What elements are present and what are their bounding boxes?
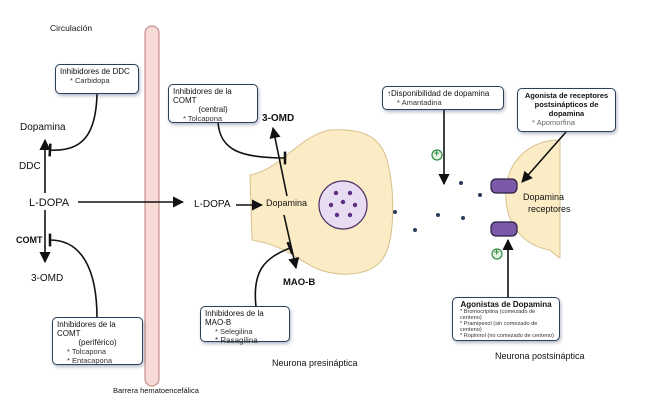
label-barrera: Barrera hematoencefálica [113,386,199,395]
box-inhibidores-maob-title: Inhibidores de la MAO-B [205,309,264,327]
box-inhibidores-ddc-item: * Carbidopa [70,76,110,85]
label-dopamina-mid: Dopamina [266,198,308,208]
blood-brain-barrier [144,25,160,387]
box-comt-central-subtitle: (central) [198,105,228,114]
box-agonista-post-title-3: dopamina [548,109,585,118]
label-circulacion: Circulación [50,23,93,33]
box-comt-central-title: Inhibidores de la COMT [173,87,232,105]
dopamina-to-maob-arrow [283,214,300,270]
label-dopamina-left: Dopamina [20,122,66,133]
apomorfina-arrow [521,131,567,183]
receptor-bottom [490,221,518,237]
box-agonistas-dopamina: Agonistas de Dopamina * Bromocriptina (c… [452,297,560,341]
dopamina-to-3omd-arrow [269,126,288,197]
maob-inhibition [254,241,294,308]
label-maob: MAO-B [283,277,316,288]
box-agonista-post-item: * Apomorfina [532,118,575,127]
box-agonista-post-title-2: postsinápticos de [534,100,599,109]
label-neurona-presinaptica: Neurona presináptica [272,358,358,368]
box-comt-central-item: * Tolcapona [183,114,223,123]
ddc-inhibition [48,93,98,157]
comt-central-inhibition [217,121,287,165]
label-comt: COMT [16,235,43,245]
receptor-top [490,178,518,194]
label-ddc: DDC [19,161,41,172]
box-inhibidores-maob-item-2: * Rasagilina [215,336,258,345]
label-3omd-mid: 3-OMD [262,113,295,124]
box-agonistas-title: Agonistas de Dopamina [460,300,552,309]
vesicle [318,180,368,230]
box-disponibilidad-dopamina: ↑Disponibilidad de dopamina * Amantadina [382,86,504,110]
box-comt-periferico-title: Inhibidores de la COMT [57,320,116,338]
synaptic-dopamine-dots [393,181,482,232]
label-receptores-line1: Dopamina [523,192,565,202]
label-receptores-line2: receptores [528,204,571,214]
label-3omd-left: 3-OMD [31,273,64,284]
box-comt-periferico: Inhibidores de la COMT (periférico) * To… [52,317,143,365]
plus-marker-amantadina [431,149,443,161]
box-inhibidores-ddc-title: Inhibidores de DDC [60,67,130,76]
label-ldopa-mid: L-DOPA [194,199,231,210]
plus-marker-agonistas [491,248,503,260]
box-inhibidores-ddc: Inhibidores de DDC * Carbidopa [55,64,139,94]
label-neurona-postsinaptica: Neurona postsináptica [495,351,585,361]
box-inhibidores-maob: Inhibidores de la MAO-B * Selegilina * R… [200,306,290,345]
box-comt-periferico-item-2: * Entacapona [67,356,113,365]
box-comt-periferico-subtitle: (periférico) [78,338,117,347]
box-agonistas-item-2: * Pramipexol (sin comezado de centeno) [460,321,538,333]
comt-peripheral-inhibition [48,233,98,319]
box-agonistas-item-1: * Bromocriptina (comezado de centeno) [460,309,536,321]
vesicle-dopamine-dots [328,190,358,218]
box-disponibilidad-item: * Amantadina [397,98,442,107]
plus-sign-amantadina: + [434,148,440,158]
box-comt-periferico-item-1: * Tolcapona [67,347,107,356]
box-agonista-post-title-1: Agonista de receptores [524,91,609,100]
label-ldopa-left: L-DOPA [29,197,70,209]
box-agonista-postsinaptico: Agonista de receptores postsinápticos de… [517,88,616,132]
box-comt-central: Inhibidores de la COMT (central) * Tolca… [168,84,258,123]
plus-sign-agonistas: + [494,247,500,257]
box-inhibidores-maob-item-1: * Selegilina [215,327,253,336]
box-agonistas-item-3: * Ropinirol (no comezado de centeno) [460,333,554,339]
box-disponibilidad-title: ↑Disponibilidad de dopamina [387,89,490,98]
